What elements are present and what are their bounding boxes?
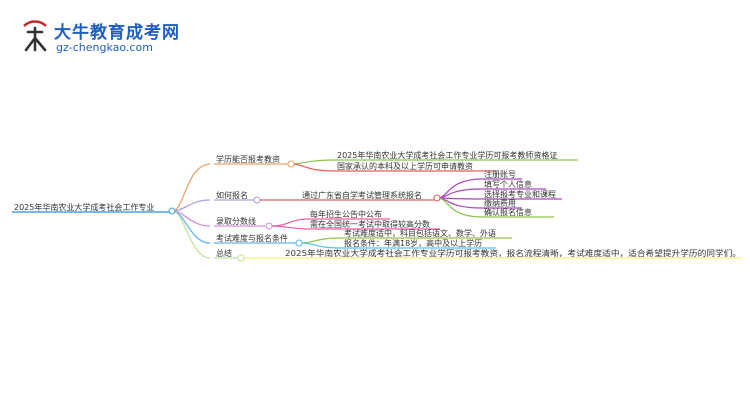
step-label: 确认报名信息: [484, 207, 532, 217]
edge-b4-c1: [299, 237, 343, 244]
node-dot-b4: [295, 239, 303, 247]
edge-root-b2: [171, 199, 211, 212]
branch-label-2: 如何报名: [216, 190, 248, 200]
logo-url: gz-chengkao.com: [56, 41, 153, 54]
edge-root-b4: [171, 210, 211, 244]
leaf-label: 国家承认的本科及以上学历可申请教资: [337, 161, 473, 171]
summary-label: 2025年华南农业大学成考社会工作专业学历可报考教资，报名流程清晰，考试难度适中…: [285, 248, 741, 258]
node-dot-root: [168, 207, 176, 215]
edge-b4-c2: [299, 242, 343, 249]
labels: 2025年华南农业大学成考社会工作专业 学历能否报考教资 如何报名 录取分数线 …: [14, 150, 741, 258]
edge-g3: [437, 197, 483, 200]
leaf-label: 每年招生公告中公布: [310, 209, 382, 219]
edge-b1-c1: [290, 159, 336, 165]
edge-root-b5: [171, 210, 211, 259]
node-dot-b1: [287, 160, 295, 168]
branch-label-1: 学历能否报考教资: [216, 154, 280, 164]
edge-b1-c2: [290, 163, 336, 172]
leaf-label: 考试难度适中，科目包括语文、数学、外语: [344, 228, 496, 238]
logo-mark-icon: [23, 20, 47, 52]
step-label: 选择报考专业和课程: [484, 189, 556, 199]
step-label: 填写个人信息: [484, 179, 532, 189]
logo-site-name: 大牛教育成考网: [54, 23, 180, 43]
leaf-label: 需在全国统一考试中取得较高分数: [310, 219, 430, 229]
edge-root-b1: [171, 163, 211, 212]
node-dot-b3: [265, 222, 273, 230]
branch-label-3: 录取分数线: [216, 216, 256, 226]
branch-label-5: 总结: [216, 248, 232, 258]
node-dot-b5: [237, 254, 245, 262]
node-dot-b2c1: [433, 194, 441, 202]
edge-g1: [437, 178, 483, 199]
node-dot-b2: [253, 196, 261, 204]
leaf-label: 报名条件：年满18岁，高中及以上学历: [344, 238, 482, 248]
edge-g2: [437, 188, 483, 199]
root-label: 2025年华南农业大学成考社会工作专业: [14, 202, 154, 212]
site-logo[interactable]: 大牛教育成考网 gz-chengkao.com: [18, 14, 258, 64]
edge-b3-c1: [269, 218, 309, 227]
branch-label-4: 考试难度与报名条件: [216, 233, 288, 243]
leaf-label: 通过广东省自学考试管理系统报名: [302, 190, 422, 200]
step-label: 缴纳费用: [484, 198, 516, 208]
step-label: 注册账号: [484, 169, 516, 179]
leaf-label: 2025年华南农业大学成考社会工作专业学历可报考教师资格证: [337, 150, 557, 160]
node-circles: [168, 160, 441, 262]
edge-b3-c2: [269, 225, 309, 230]
